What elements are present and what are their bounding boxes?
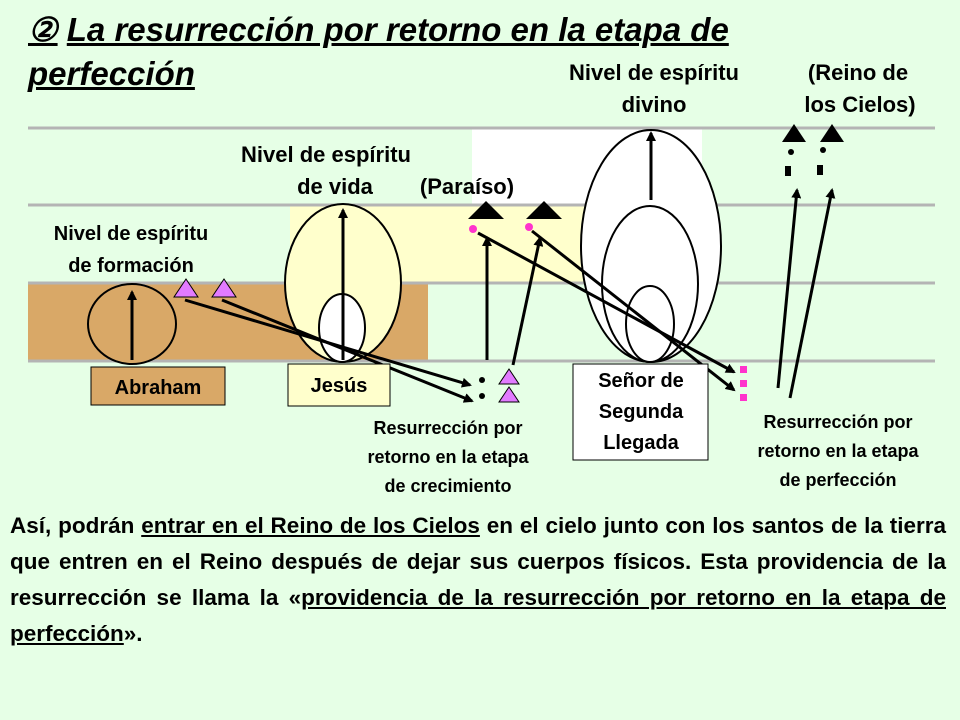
divine-spirit-triangle-2 [820,124,844,142]
life-spirit-dot-1 [469,225,477,233]
divine-spirit-dot-1 [788,149,794,155]
divine-spirit-triangle-1 [782,124,806,142]
divine-spirit-body-1 [785,166,791,176]
growth-caption-line3: de crecimiento [384,476,511,496]
paragraph-part-1: Así, podrán [10,513,142,538]
ascent-line-perfection-2 [788,188,836,399]
kingdom-label-line1: (Reino de [808,60,908,85]
paradise-label: (Paraíso) [420,174,514,199]
lord-label-box [572,363,709,461]
growth-caption-line2: retorno en la etapa [367,447,529,467]
formation-spirit-triangle-1 [173,278,199,298]
formation-level-label-line1: Nivel de espíritu [54,223,209,245]
descent-line-formation-2 [221,298,474,403]
jesus-label-box [287,363,391,407]
growth-spirit-triangle-1 [498,368,520,385]
perfection-spirit-mark-1 [740,366,747,373]
lord-label-line3: Llegada [603,432,679,454]
growth-caption-line1: Resurrección por [373,418,522,438]
slide-title: ② La resurrección por retorno en la etap… [28,8,828,96]
paragraph-part-2: en el cielo junto con los santos de la t… [10,513,946,610]
life-level-label-line1: Nivel de espíritu [241,142,411,167]
paragraph-underline-2: providencia de la resurrección por retor… [10,585,946,646]
perfection-caption-line3: de perfección [779,470,896,490]
resurrection-diagram: Nivel de espíritu divino (Reino de los C… [28,60,935,496]
life-spirit-dot-2 [525,223,533,231]
explanation-paragraph: Así, podrán entrar en el Reino de los Ci… [10,508,946,652]
abraham-label: Abraham [115,377,202,399]
perfection-caption-line1: Resurrección por [763,412,912,432]
divine-spirit-dot-2 [820,147,826,153]
title-text: La resurrección por retorno en la etapa … [28,11,729,92]
growth-spirit-triangle-2 [498,386,520,403]
lord-label-line1: Señor de [598,370,684,392]
jesus-label: Jesús [311,375,368,397]
ascent-line-growth-2 [511,236,544,366]
perfection-spirit-mark-3 [740,394,747,401]
life-spirit-triangle-2 [526,201,562,219]
paragraph-part-3: ». [123,621,143,646]
formation-level-label-line2: de formación [68,255,194,277]
life-level-label-line2: de vida [297,174,374,199]
growth-spirit-dot-1 [479,377,485,383]
lord-label-line2: Segunda [599,401,684,423]
growth-spirit-dot-2 [479,393,485,399]
life-spirit-triangle-1 [468,201,504,219]
paragraph-underline-1: entrar en el Reino de los Cielos [141,513,480,538]
divine-level-label-line2: divino [622,92,687,117]
ascent-line-perfection-1 [776,188,802,389]
perfection-caption-line2: retorno en la etapa [757,441,919,461]
descent-line-life-1 [477,231,736,374]
title-number: ② [28,11,58,48]
divine-level-label-line1: Nivel de espíritu [569,60,739,85]
divine-spirit-body-2 [817,165,823,175]
formation-spirit-triangle-2 [211,278,237,298]
kingdom-label-line2: los Cielos) [804,92,915,117]
abraham-label-box [90,366,226,406]
perfection-spirit-mark-2 [740,380,747,387]
